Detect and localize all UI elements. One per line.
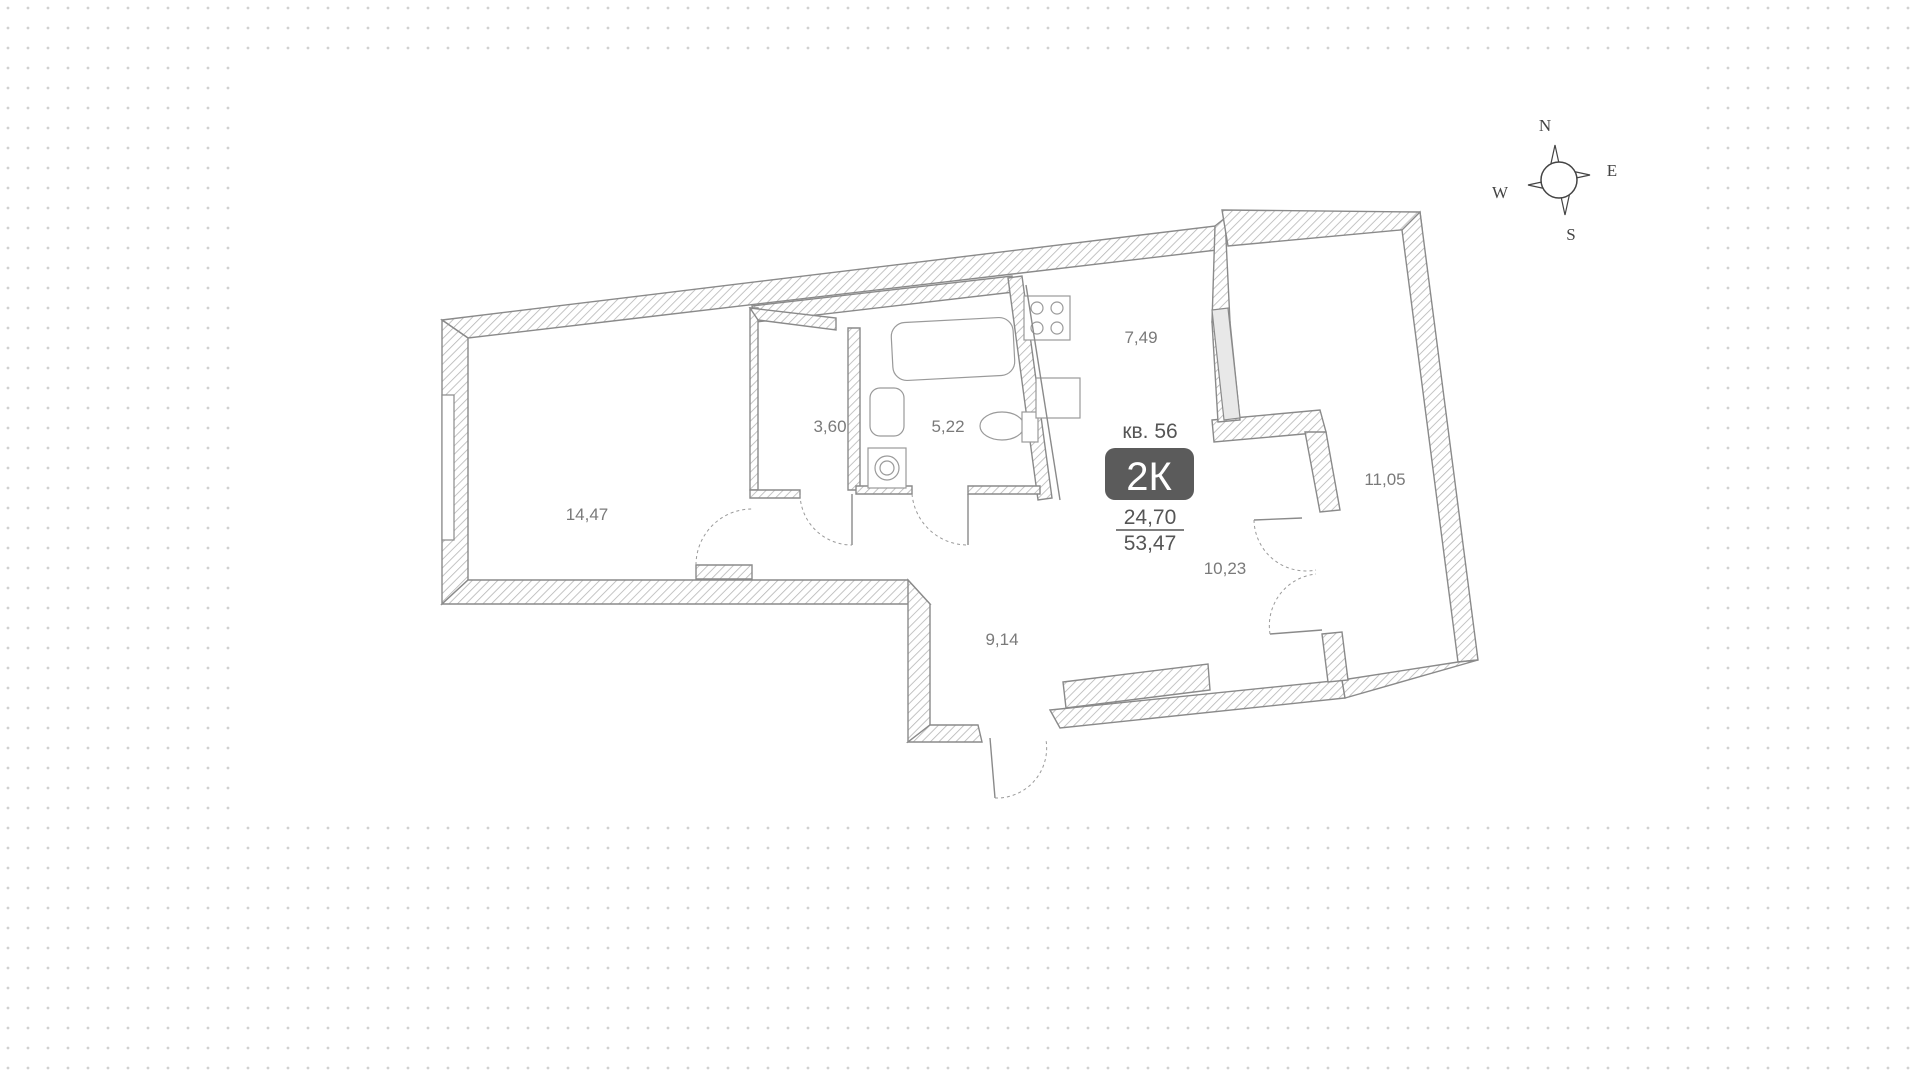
sink-icon	[869, 387, 905, 437]
room-area-bedroom: 11,05	[1364, 470, 1405, 489]
room-area-hall: 9,14	[985, 630, 1018, 649]
bathtub-icon	[890, 316, 1016, 382]
room-type-label: 2К	[1126, 455, 1172, 499]
interior-walls	[695, 275, 1323, 799]
compass-icon	[1527, 144, 1591, 216]
room-area-kitchen: 7,49	[1124, 328, 1157, 347]
compass-north-label: N	[1539, 116, 1551, 135]
compass-west-label: W	[1492, 183, 1509, 202]
compass-south-label: S	[1566, 225, 1575, 244]
room-type-badge	[1105, 448, 1194, 500]
outer-walls	[440, 209, 1479, 744]
room-area-storage: 3,60	[813, 417, 846, 436]
apartment-number: кв. 56	[1122, 420, 1177, 443]
apartment-info: кв. 56 2К 24,70 53,47	[1105, 420, 1194, 555]
door-swings	[695, 493, 1317, 799]
toilet-icon	[979, 411, 1025, 441]
room-labels: 14,47 3,60 5,22 7,49 9,14 10,23 11,05	[566, 328, 1406, 649]
living-area-value: 24,70	[1124, 506, 1177, 529]
room-area-living: 14,47	[566, 505, 609, 524]
kitchen-sink-icon	[1035, 377, 1081, 419]
compass-rose: N E S W	[1492, 116, 1617, 244]
room-area-bathroom: 5,22	[931, 417, 964, 436]
window-strips	[441, 275, 1241, 709]
total-area-value: 53,47	[1124, 532, 1177, 555]
compass-east-label: E	[1607, 161, 1617, 180]
room-area-corridor: 10,23	[1204, 559, 1247, 578]
fixtures	[867, 284, 1081, 501]
